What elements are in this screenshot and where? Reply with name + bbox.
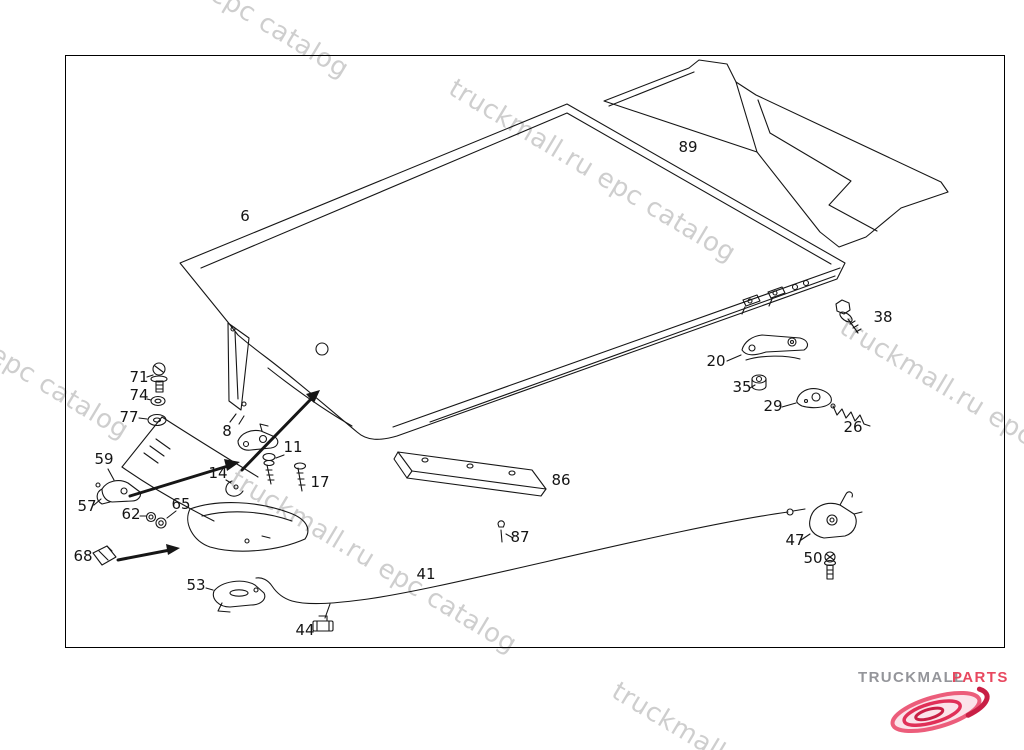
part-label-35: 35 <box>732 378 751 396</box>
hinge-bracket-20 <box>726 334 809 362</box>
part-label-65: 65 <box>171 495 190 513</box>
part-label-20: 20 <box>706 352 725 370</box>
bolt-50 <box>823 551 837 580</box>
bolt-38 <box>835 299 862 334</box>
watermark-text: truckmall.ru epc catalog <box>56 0 354 85</box>
diagram-border <box>65 55 1005 648</box>
brand-logo-text-accent: PARTS <box>952 669 1009 686</box>
part-label-26: 26 <box>843 418 862 436</box>
part-label-74: 74 <box>129 386 148 404</box>
watermark-text: truckmall.ru epc catalog <box>0 250 134 445</box>
clamp-14 <box>225 479 244 497</box>
hook-bracket-57 <box>93 468 142 506</box>
pointer-arrow <box>128 459 240 498</box>
part-label-86: 86 <box>551 471 570 489</box>
part-label-29: 29 <box>763 397 782 415</box>
part-label-62: 62 <box>121 505 140 523</box>
clip-68 <box>92 545 117 566</box>
part-label-8: 8 <box>222 422 232 440</box>
part-label-50: 50 <box>803 549 822 567</box>
bolt-17 <box>293 462 307 492</box>
bracket-29 <box>781 388 832 409</box>
pin-87 <box>497 520 514 543</box>
nut-65 <box>155 510 177 529</box>
part-label-17: 17 <box>310 473 329 491</box>
grommet-74 <box>146 395 166 407</box>
ring-62 <box>139 511 157 523</box>
part-label-59: 59 <box>94 450 113 468</box>
pointer-arrow <box>240 390 320 472</box>
watermark-text: truckmall.ru epc catalog <box>224 464 522 659</box>
part-labels: 6 89 38 20 35 29 26 71 74 77 8 11 17 14 … <box>73 138 892 639</box>
watermark-text: truckmall.ru epc catalog <box>443 73 741 268</box>
part-label-53: 53 <box>186 576 205 594</box>
washer-77 <box>138 413 167 427</box>
pointer-arrow <box>116 544 180 562</box>
nut-35 <box>749 374 767 391</box>
part-label-89: 89 <box>678 138 697 156</box>
part-label-11: 11 <box>283 438 302 456</box>
cable-clip-44 <box>312 615 334 632</box>
release-cable-41 <box>255 508 806 619</box>
brand-logo-text-primary: TRUCKMALL <box>858 669 965 686</box>
lock-latch-47 <box>800 491 863 541</box>
part-label-77: 77 <box>119 408 138 426</box>
bracket-53 <box>205 580 266 613</box>
bolt-11 <box>262 452 285 485</box>
part-label-57: 57 <box>77 497 96 515</box>
part-label-47: 47 <box>785 531 804 549</box>
brand-logo: TRUCKMALL PARTS <box>858 669 1009 734</box>
insulation-pad <box>603 59 949 248</box>
part-label-71: 71 <box>129 368 148 386</box>
watermark-text: truckmall.ru epc catalog <box>834 312 1024 507</box>
part-label-68: 68 <box>73 547 92 565</box>
hood-panel <box>179 103 846 440</box>
inner-panel <box>121 416 309 552</box>
part-label-6: 6 <box>240 207 250 225</box>
brand-logo-swirl-icon <box>890 686 990 734</box>
spring-26 <box>830 403 871 427</box>
part-label-44: 44 <box>295 621 314 639</box>
watermark-text: truckmall.ru epc catalog <box>606 676 904 750</box>
part-label-14: 14 <box>208 464 227 482</box>
part-label-38: 38 <box>873 308 892 326</box>
bracket-plate-86 <box>393 451 547 497</box>
bracket-8 <box>237 423 279 451</box>
line-art-layer <box>92 59 949 632</box>
part-label-87: 87 <box>510 528 529 546</box>
screw-71 <box>146 362 168 393</box>
part-label-41: 41 <box>416 565 435 583</box>
